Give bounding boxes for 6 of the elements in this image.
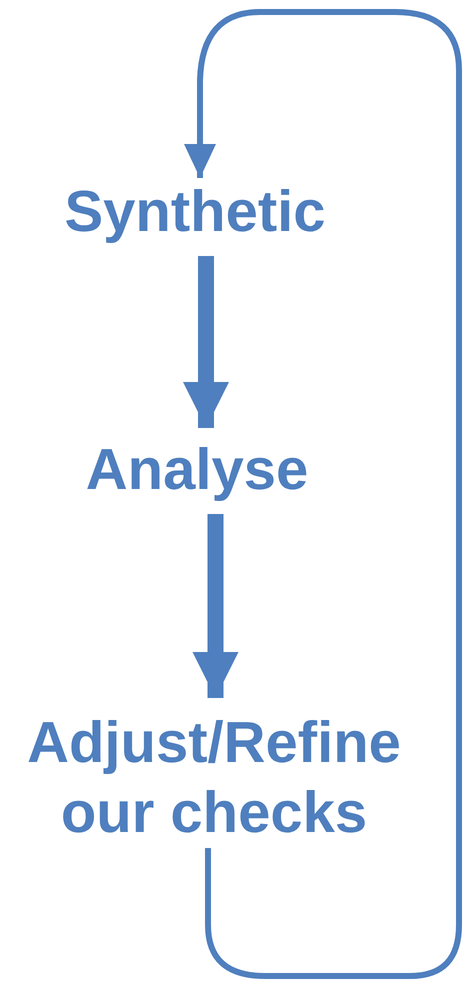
step-label: Analyse [86,438,308,502]
step-label: Adjust/Refine our checks [26,709,402,847]
arrow [184,9,462,979]
step-label: Synthetic [64,180,326,244]
arrow [183,256,229,428]
arrow [192,514,238,698]
